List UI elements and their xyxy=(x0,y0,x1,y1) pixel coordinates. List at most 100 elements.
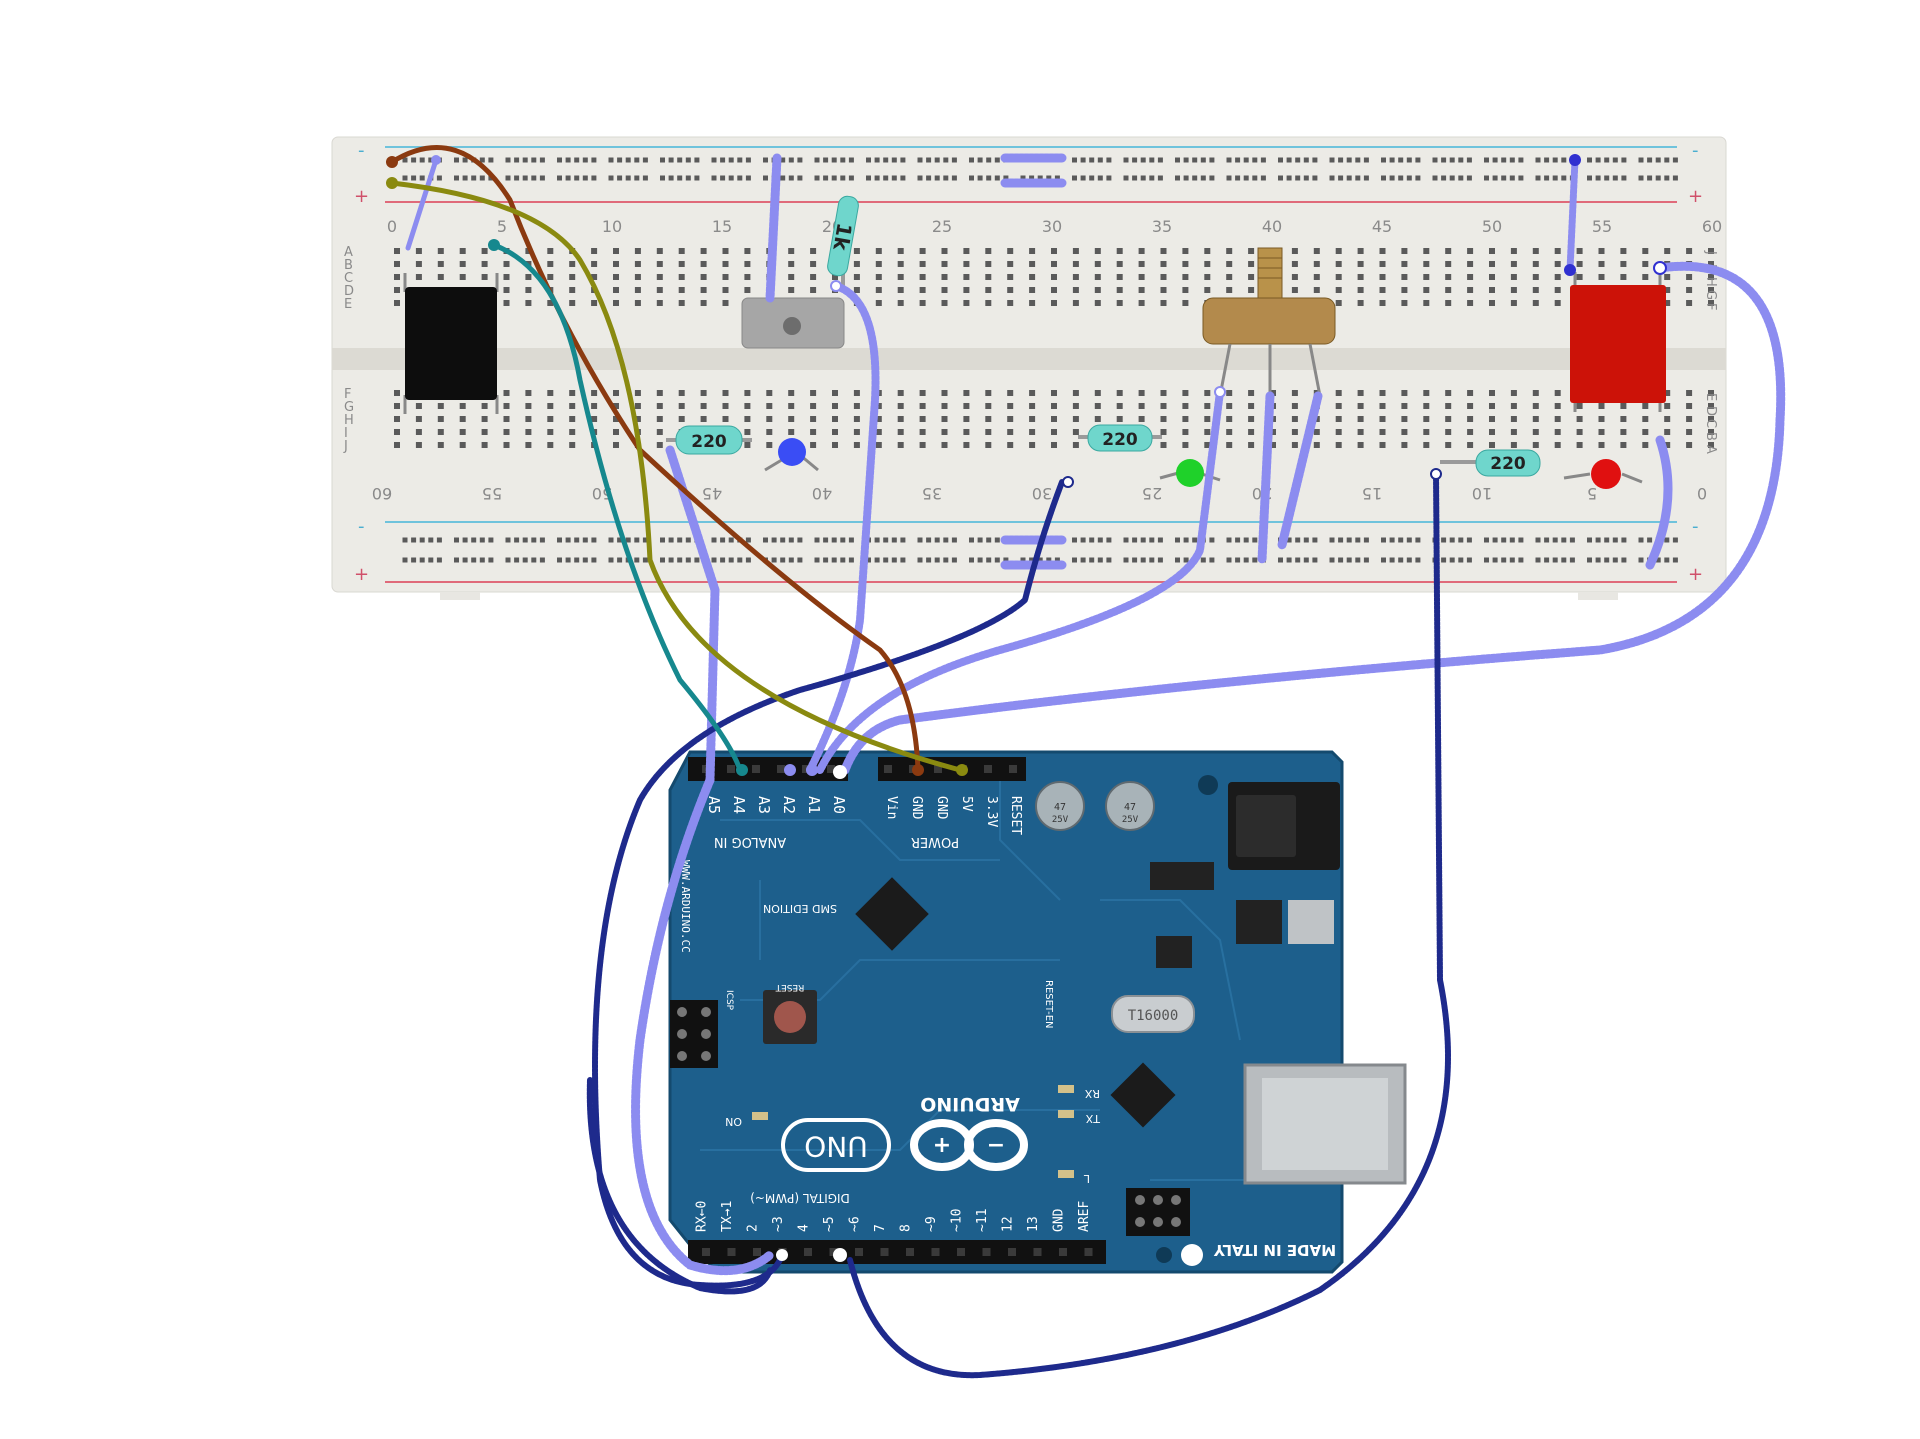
header-pin-socket[interactable] xyxy=(777,765,785,773)
rail-hole xyxy=(831,557,837,563)
breadboard-hole xyxy=(1182,416,1189,422)
breadboard-hole xyxy=(1445,442,1452,448)
breadboard-hole xyxy=(1116,403,1123,409)
header-pin-socket[interactable] xyxy=(884,765,892,773)
rail-hole xyxy=(617,157,623,163)
header-pin-socket[interactable] xyxy=(829,1248,838,1256)
header-pin-socket[interactable] xyxy=(804,1248,812,1256)
breadboard-hole xyxy=(985,248,992,254)
rail-hole xyxy=(1252,157,1258,163)
column-number: 55 xyxy=(482,484,502,503)
rail-hole xyxy=(1355,157,1361,163)
rail-hole xyxy=(1466,557,1472,563)
reset-button[interactable] xyxy=(763,990,817,1044)
breadboard-hole xyxy=(1204,274,1211,280)
breadboard-hole xyxy=(1598,403,1605,409)
breadboard-hole xyxy=(1686,300,1693,306)
breadboard-hole xyxy=(1423,261,1430,267)
breadboard-hole xyxy=(1357,390,1364,396)
rail-hole xyxy=(642,537,648,543)
breadboard-hole xyxy=(1598,416,1605,422)
breadboard-hole xyxy=(459,261,466,267)
rail-hole xyxy=(1097,537,1103,543)
header-pin-socket[interactable] xyxy=(1033,1248,1042,1256)
rail-hole xyxy=(1200,175,1206,181)
header-pin-socket[interactable] xyxy=(727,765,735,773)
breadboard-hole xyxy=(1029,442,1036,448)
digital-pin-label: AREF xyxy=(1077,1201,1092,1232)
rail-hole xyxy=(951,537,957,543)
wire-lightblue-redbutton-to-arduino xyxy=(840,261,1786,775)
rail-hole xyxy=(1149,175,1155,181)
breadboard-hole xyxy=(1467,274,1474,280)
rail-hole xyxy=(969,175,974,181)
rail-hole xyxy=(471,537,477,543)
header-pin-socket[interactable] xyxy=(957,1248,965,1256)
breadboard-hole xyxy=(1051,442,1057,448)
rail-hole xyxy=(1432,175,1438,181)
header-pin-socket[interactable] xyxy=(802,765,810,773)
rail-hole xyxy=(1260,157,1266,163)
rail-hole xyxy=(1123,557,1129,563)
header-pin-socket[interactable] xyxy=(1009,765,1017,773)
rail-hole xyxy=(694,157,700,163)
breadboard-hole xyxy=(656,248,663,254)
header-pin-socket[interactable] xyxy=(931,1248,940,1256)
breadboard-hole xyxy=(832,442,838,448)
analog-section-label: ANALOG IN xyxy=(714,834,786,849)
header-pin-socket[interactable] xyxy=(1059,1248,1067,1256)
breadboard-hole xyxy=(1335,429,1342,435)
breadboard-hole xyxy=(569,274,576,280)
breadboard-hole xyxy=(1116,390,1123,396)
header-pin-socket[interactable] xyxy=(984,765,992,773)
breadboard-hole xyxy=(700,287,707,293)
breadboard-hole xyxy=(1423,429,1430,435)
header-pin-socket[interactable] xyxy=(906,1248,914,1256)
rail-hole xyxy=(831,157,837,163)
header-pin-socket[interactable] xyxy=(753,1248,761,1256)
header-pin-socket[interactable] xyxy=(1008,1248,1016,1256)
breadboard-hole xyxy=(810,274,817,280)
rail-hole xyxy=(1406,175,1412,181)
header-pin-socket[interactable] xyxy=(727,1248,736,1256)
breadboard-hole xyxy=(1160,287,1167,293)
rail-hole xyxy=(1509,557,1515,563)
rail-hole xyxy=(1595,157,1601,163)
header-pin-socket[interactable] xyxy=(752,765,760,773)
breadboard-hole xyxy=(1401,390,1408,396)
breadboard-hole xyxy=(591,300,598,306)
header-pin-socket[interactable] xyxy=(702,1248,710,1256)
rail-hole xyxy=(411,175,417,181)
breadboard-hole xyxy=(744,287,751,293)
rail-hole xyxy=(1389,157,1395,163)
breadboard-hole xyxy=(744,403,751,409)
rail-hole xyxy=(1303,175,1309,181)
breadboard-hole xyxy=(700,248,707,254)
header-pin-socket[interactable] xyxy=(880,1248,889,1256)
rail-hole xyxy=(608,175,614,181)
header-pin-socket[interactable] xyxy=(982,1248,991,1256)
breadboard-hole xyxy=(1313,429,1320,435)
breadboard-hole xyxy=(1401,429,1408,435)
resistor-1k-label: 1k xyxy=(828,221,856,253)
breadboard-hole xyxy=(700,390,707,396)
header-pin-socket[interactable] xyxy=(827,765,835,773)
breadboard-hole xyxy=(722,248,729,254)
breadboard-hole xyxy=(1160,300,1167,306)
rail-hole xyxy=(660,175,665,181)
breadboard-hole xyxy=(1576,442,1583,448)
breadboard-hole xyxy=(503,287,510,293)
breadboard-hole xyxy=(1642,403,1649,409)
header-pin-socket[interactable] xyxy=(855,1248,863,1256)
breadboard-hole xyxy=(853,390,860,396)
column-number: 30 xyxy=(1032,484,1052,503)
breadboard-hole xyxy=(525,442,532,448)
breadboard-hole xyxy=(459,248,466,254)
header-pin-socket[interactable] xyxy=(934,765,942,773)
header-pin-socket[interactable] xyxy=(1084,1248,1093,1256)
rail-hole xyxy=(565,557,571,563)
breadboard-hole xyxy=(1291,248,1298,254)
breadboard-hole xyxy=(766,416,773,422)
breadboard-hole xyxy=(678,261,685,267)
